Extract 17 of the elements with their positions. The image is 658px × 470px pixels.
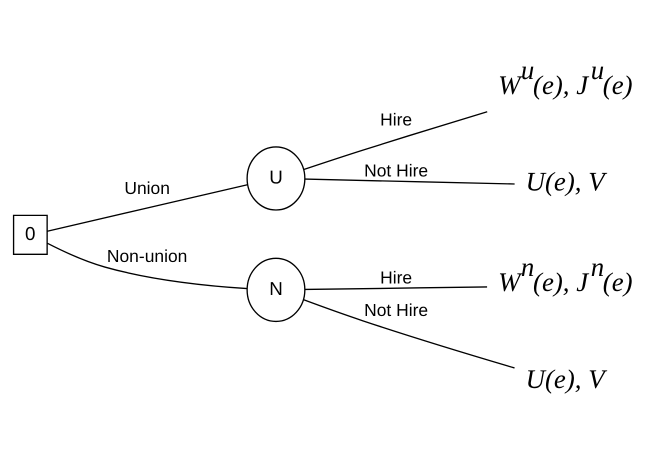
edge-label: Union xyxy=(124,177,170,198)
edge-label: Not Hire xyxy=(364,299,428,320)
connector xyxy=(47,242,248,289)
connector xyxy=(47,184,248,232)
node-text: U(e), V xyxy=(526,363,605,394)
node-text: U(e), V xyxy=(526,166,605,196)
node-circle: U xyxy=(246,146,306,210)
edge-label: Hire xyxy=(380,108,412,129)
edge-label: Hire xyxy=(380,267,412,288)
connector xyxy=(304,110,488,170)
node-box: 0 xyxy=(12,214,48,254)
connector xyxy=(304,178,515,184)
connector xyxy=(304,286,488,290)
edge-label: Not Hire xyxy=(364,160,428,180)
edge-label: Non-union xyxy=(106,246,188,266)
node-circle: N xyxy=(246,257,306,322)
connector xyxy=(303,298,515,368)
